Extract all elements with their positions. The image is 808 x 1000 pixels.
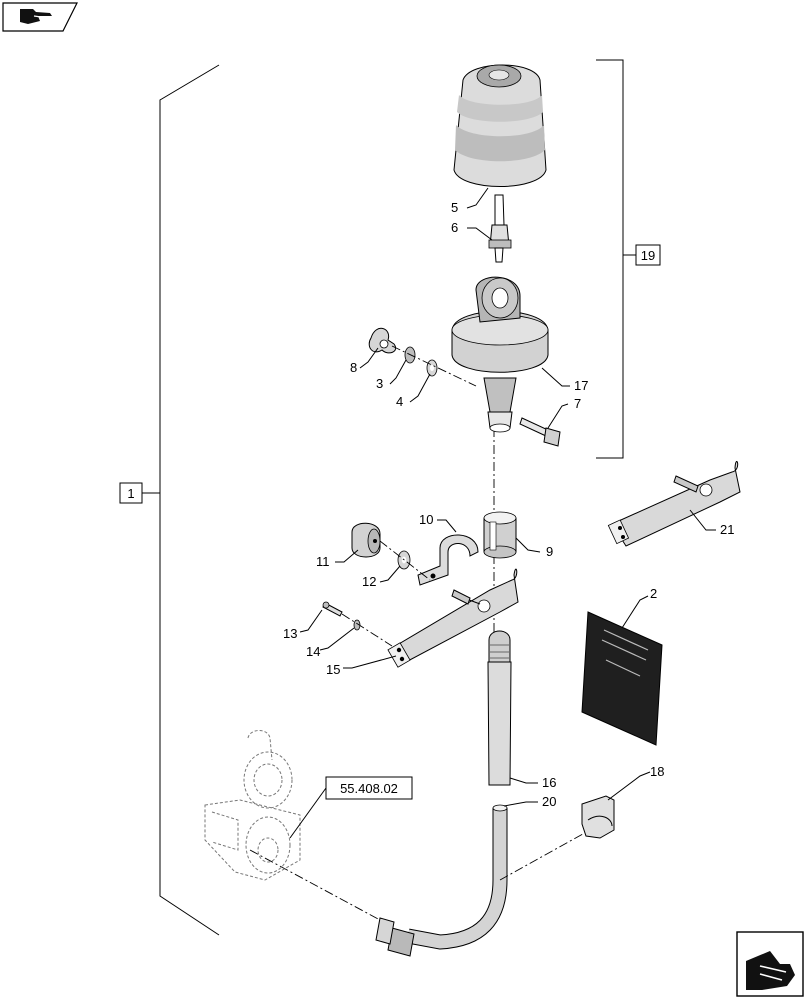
part-label-17: 17 <box>574 378 588 393</box>
hand-pointing-left-icon <box>20 9 52 24</box>
part-label-11: 11 <box>316 554 330 569</box>
beacon-lens-dome <box>453 64 547 187</box>
next-nav-button[interactable] <box>736 931 804 997</box>
operator-manual-booklet <box>581 611 663 746</box>
part-label-15: 15 <box>326 662 340 677</box>
bushing-9 <box>483 511 517 559</box>
part-label-5: 5 <box>451 200 458 215</box>
part-label-7: 7 <box>574 396 581 411</box>
beacon-base <box>451 276 549 433</box>
post-tube-16 <box>487 630 512 786</box>
part-label-13: 13 <box>283 626 297 641</box>
wing-nut-8 <box>368 327 396 354</box>
part-label-21: 21 <box>720 522 734 537</box>
cable-clip-18 <box>581 795 615 839</box>
flat-washer-4 <box>426 359 438 377</box>
part-label-20: 20 <box>542 794 556 809</box>
mounting-arm-15 <box>387 568 519 668</box>
cable-20 <box>375 804 508 957</box>
part-label-4: 4 <box>396 394 403 409</box>
assembly-callout-19[interactable]: 19 <box>635 244 661 266</box>
part-label-18: 18 <box>650 764 664 779</box>
beacon-bulb <box>488 194 512 263</box>
back-nav-button[interactable] <box>2 2 78 32</box>
part-label-9: 9 <box>546 544 553 559</box>
part-label-6: 6 <box>451 220 458 235</box>
screw-13 <box>322 601 343 617</box>
clamp-10 <box>417 534 479 586</box>
part-label-8: 8 <box>350 360 357 375</box>
part-label-16: 16 <box>542 775 556 790</box>
assembly-callout-19-label: 19 <box>641 248 655 263</box>
bolt-7 <box>519 417 561 447</box>
knob-11 <box>351 522 381 558</box>
socket-reference-ghost <box>204 730 301 881</box>
reference-link-box[interactable]: 55.408.02 <box>325 776 413 800</box>
part-label-2: 2 <box>650 586 657 601</box>
hand-pointing-right-icon <box>746 951 795 990</box>
assembly-callout-1-label: 1 <box>127 486 134 501</box>
assembly-callout-1[interactable]: 1 <box>119 482 143 504</box>
part-label-10: 10 <box>419 512 433 527</box>
part-label-12: 12 <box>362 574 376 589</box>
reference-link-label: 55.408.02 <box>340 781 398 796</box>
mounting-arm-21 <box>607 461 741 547</box>
part-label-14: 14 <box>306 644 320 659</box>
part-label-3: 3 <box>376 376 383 391</box>
